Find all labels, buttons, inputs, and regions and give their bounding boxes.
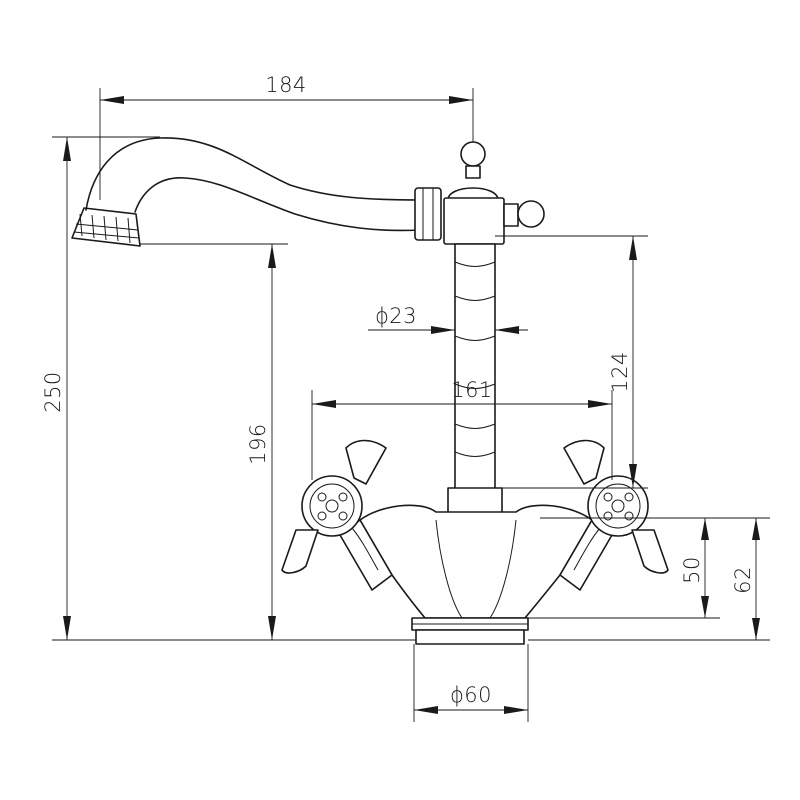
dim-column-diameter: ϕ23 xyxy=(368,304,528,334)
dimension-lines: 184 250 196 124 xyxy=(41,73,770,722)
dim-base-height-outer: 62 xyxy=(528,517,770,641)
dim-label-column-diameter: ϕ23 xyxy=(375,304,417,328)
dim-label-column-height: 124 xyxy=(608,351,632,393)
dim-label-spout-height: 196 xyxy=(246,423,270,465)
dim-total-height: 250 xyxy=(41,136,416,641)
dim-label-spout-reach: 184 xyxy=(265,73,307,97)
dim-label-base-height-outer: 62 xyxy=(731,566,755,594)
faucet-outline xyxy=(71,137,669,645)
faucet-body xyxy=(359,504,593,645)
column xyxy=(447,243,503,519)
right-handle xyxy=(559,439,669,591)
dim-base-diameter: ϕ60 xyxy=(413,644,529,722)
dim-handle-span: 161 xyxy=(311,378,613,480)
dim-spout-reach: 184 xyxy=(99,73,474,200)
dim-column-height: 124 xyxy=(495,235,648,489)
dim-label-total-height: 250 xyxy=(41,371,65,413)
dim-label-base-height-inner: 50 xyxy=(680,556,704,584)
dim-label-base-diameter: ϕ60 xyxy=(450,683,492,707)
dim-label-handle-span: 161 xyxy=(451,378,493,402)
left-handle xyxy=(281,439,393,591)
dim-base-height-inner: 50 xyxy=(528,517,720,619)
top-knob xyxy=(443,141,545,245)
spout xyxy=(71,137,442,247)
dim-spout-height: 196 xyxy=(140,243,288,640)
